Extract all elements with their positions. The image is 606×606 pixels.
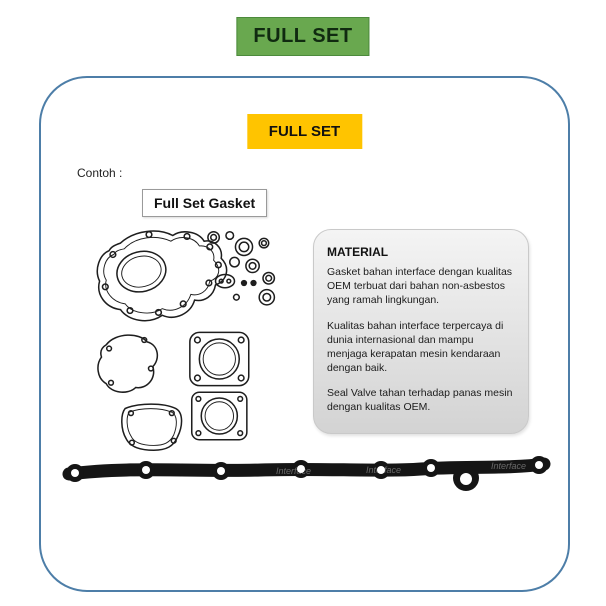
card-banner: FULL SET	[246, 114, 363, 149]
product-name-box: Full Set Gasket	[142, 189, 268, 217]
valve-cover-gasket-image: Interface Interface Interface	[62, 456, 551, 491]
material-paragraph: Kualitas bahan interface terpercaya di d…	[327, 319, 504, 375]
strip-watermark-text: Interface	[276, 466, 311, 476]
example-label: Contoh :	[77, 166, 123, 180]
material-paragraph: Seal Valve tahan terhadap panas mesin de…	[327, 387, 513, 414]
material-paragraph: Gasket bahan interface dengan kualitas O…	[327, 266, 513, 307]
material-panel: MATERIAL Gasket bahan interface dengan k…	[313, 229, 529, 434]
material-title: MATERIAL	[327, 245, 389, 259]
top-banner: FULL SET	[236, 17, 370, 56]
strip-watermark-text: Interface	[366, 465, 401, 475]
product-card: FULL SET Contoh : Full Set Gasket	[39, 76, 570, 592]
strip-watermark-text: Interface	[491, 461, 526, 471]
gasket-set-image	[96, 230, 276, 451]
